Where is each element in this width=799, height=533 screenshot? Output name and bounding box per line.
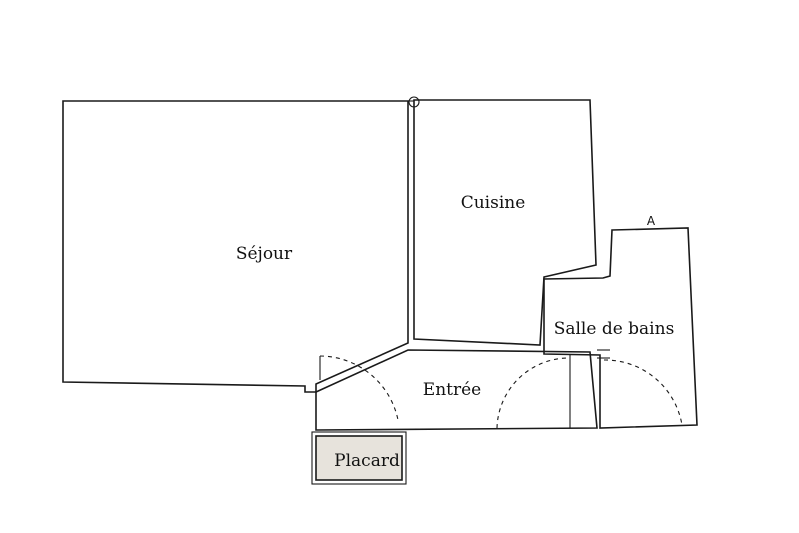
placard-label: Placard xyxy=(334,451,400,471)
entree-door-swing xyxy=(496,357,569,429)
placard-outer-frame xyxy=(311,431,407,485)
salle-de-bains-label: Salle de bains xyxy=(554,319,675,339)
entree-walls xyxy=(315,349,598,431)
salle-de-bains-walls xyxy=(543,227,698,429)
bathroom-door-swing xyxy=(603,359,683,426)
sejour-label: Séjour xyxy=(236,244,293,264)
marker-a: A xyxy=(647,214,656,228)
entree-label: Entrée xyxy=(423,380,481,400)
plumbing-column-icon xyxy=(408,96,420,108)
placard-closet xyxy=(315,435,403,481)
cuisine-walls xyxy=(413,99,597,346)
cuisine-label: Cuisine xyxy=(461,193,526,213)
